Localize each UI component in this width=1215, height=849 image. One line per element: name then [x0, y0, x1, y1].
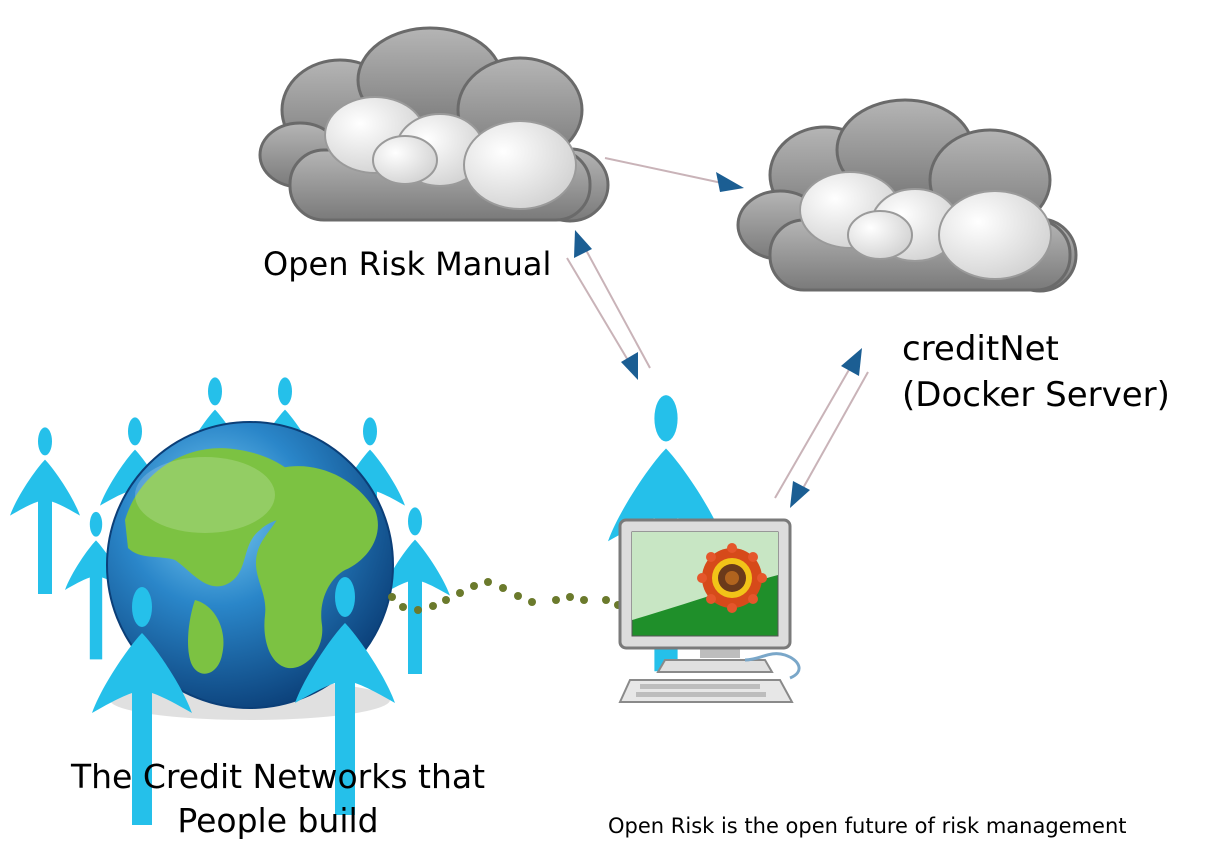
credit-networks-line1: The Credit Networks that [70, 757, 486, 796]
footer-tagline: Open Risk is the open future of risk man… [608, 814, 1127, 838]
person-icon [10, 427, 80, 594]
logo-icon [697, 543, 767, 613]
arrow-creditnet-to-computer [790, 371, 869, 508]
arrow-manual-to-creditnet [604, 157, 744, 192]
credit-networks-line2: People build [177, 801, 379, 840]
arrow-person-to-manual [574, 230, 651, 369]
creditnet-subtitle: (Docker Server) [902, 375, 1170, 415]
credit-networks-label: The Credit Networks that People build [58, 755, 498, 843]
open-risk-manual-label: Open Risk Manual [263, 245, 552, 283]
arrow-manual-to-person [566, 257, 638, 380]
dotted-connection [388, 578, 622, 614]
computer-icon [618, 518, 801, 703]
cloud-icon [258, 26, 610, 223]
arrow-computer-to-creditnet [774, 348, 862, 499]
cloud-icon [736, 98, 1078, 293]
creditnet-title: creditNet [902, 329, 1059, 369]
creditnet-label: creditNet (Docker Server) [902, 326, 1170, 418]
